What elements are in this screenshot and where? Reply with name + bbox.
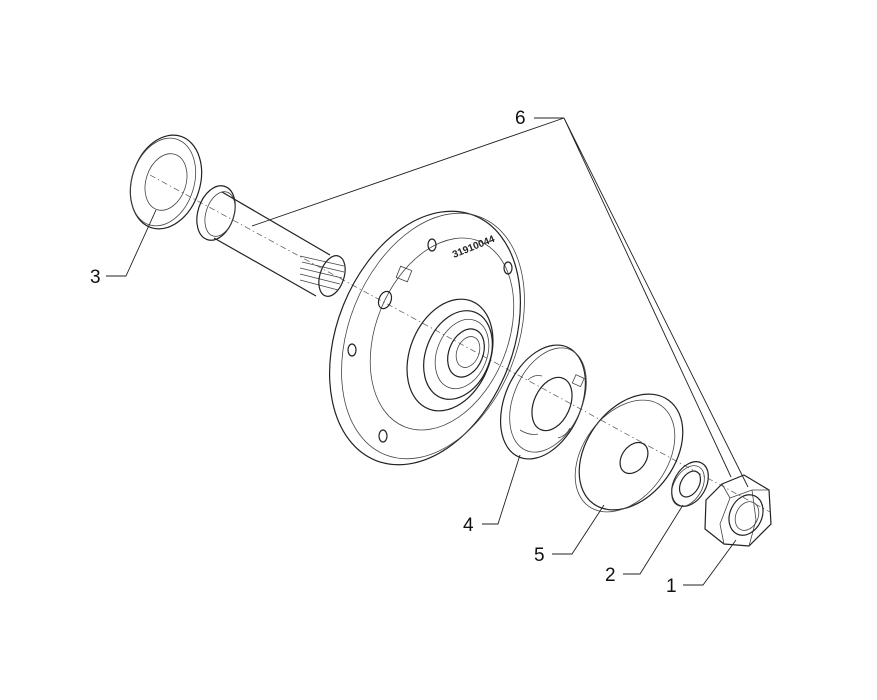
leader-6-branches <box>251 117 749 488</box>
callout-5: 5 <box>534 545 545 566</box>
part-5-large-washer <box>574 393 684 513</box>
part-4-cam-plate <box>499 344 587 460</box>
leader-lines <box>106 117 749 586</box>
hub-flange: 31910044 <box>328 210 525 466</box>
leader-3 <box>106 209 157 277</box>
callout-2: 2 <box>605 565 616 586</box>
part-1-hex-nut <box>704 474 772 547</box>
logo-mark <box>377 290 393 310</box>
callout-1: 1 <box>666 576 677 597</box>
axle-shaft <box>196 185 346 297</box>
leader-4 <box>482 454 521 525</box>
part-3-washer <box>129 134 203 230</box>
callout-labels: 3 4 5 2 1 6 <box>90 108 677 597</box>
callout-4: 4 <box>463 515 474 536</box>
leader-1 <box>683 539 737 586</box>
leader-2 <box>623 504 684 575</box>
part-2-small-washer <box>671 461 709 507</box>
leader-5 <box>552 504 605 555</box>
callout-6: 6 <box>515 108 526 129</box>
callout-3: 3 <box>90 267 101 288</box>
